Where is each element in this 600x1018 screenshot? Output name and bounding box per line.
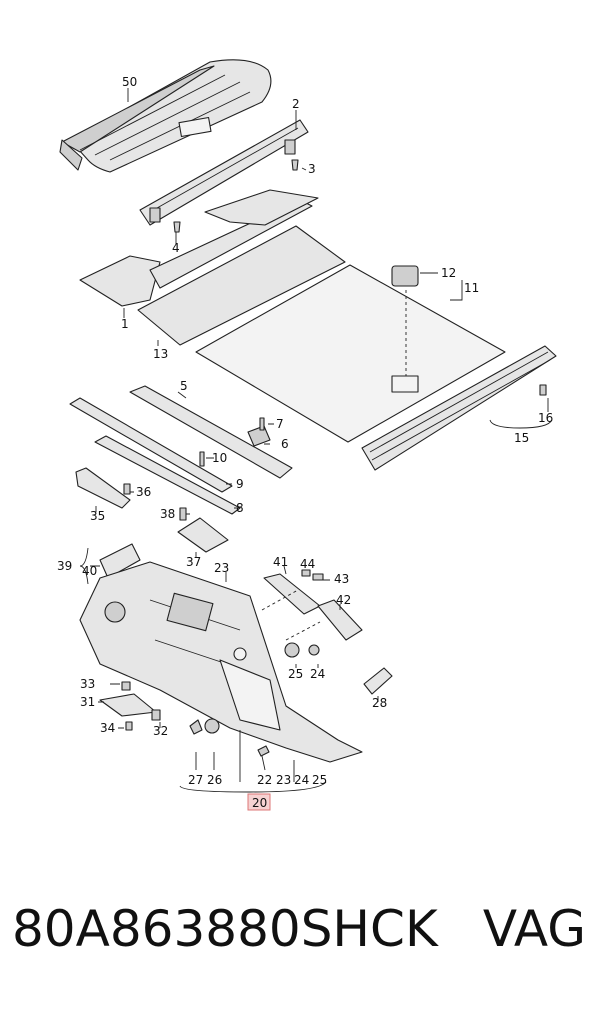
part-clip-32 [151,709,161,721]
part-cover-39 [99,543,141,579]
part-clip-3 [291,159,299,171]
part-grommet-26 [204,718,220,734]
part-bracket-31 [99,693,157,717]
part-rail [139,119,309,226]
callout-2: 2 [292,97,300,111]
part-grommet-25 [284,642,300,658]
callout-23b: 23 [276,773,291,787]
part-clip-24 [308,644,320,656]
callout-33: 33 [80,677,95,691]
part-socket-28 [363,667,393,695]
callout-labels: 50 2 3 4 1 12 11 13 5 7 6 16 15 10 9 36 … [57,75,553,787]
callout-26: 26 [207,773,222,787]
part-side-trim-20 [79,561,363,763]
callout-20-highlighted: 20 [252,796,267,810]
part-screw-38 [179,507,187,521]
callout-11: 11 [464,281,479,295]
callout-38: 38 [160,507,175,521]
part-clip-4 [173,221,181,233]
part-bracket-6 [247,425,271,447]
part-light-42 [317,599,363,641]
part-clip-43 [312,573,324,581]
callout-1: 1 [121,317,129,331]
callout-35: 35 [90,509,105,523]
footer: 80A863880SHCK VAG [0,900,600,980]
part-bracket-35 [75,467,131,509]
callout-37: 37 [186,555,201,569]
callout-50: 50 [122,75,137,89]
part-side-panel [79,189,319,307]
part-handle-12 [391,265,419,287]
part-rail-9 [69,397,233,493]
callout-24b: 24 [294,773,309,787]
part-rail-5 [129,385,293,479]
callout-24: 24 [310,667,325,681]
callout-27: 27 [188,773,203,787]
highlighted-callout-box [247,793,271,811]
callout-31: 31 [80,695,95,709]
callout-6: 6 [281,437,289,451]
callout-43: 43 [334,572,349,586]
callout-15: 15 [514,431,529,445]
callout-16: 16 [538,411,553,425]
callout-25b: 25 [312,773,327,787]
part-screw-10 [199,451,205,467]
parts-exploded-diagram: 50 2 3 4 1 12 11 13 5 7 6 16 15 10 9 36 … [57,59,557,811]
callout-23: 23 [214,561,229,575]
callout-32: 32 [153,724,168,738]
part-sill-cover-15 [361,345,557,471]
callout-13: 13 [153,347,168,361]
part-clip-16 [539,384,547,396]
brand-name: VAG [482,900,586,958]
part-bracket-37 [177,517,229,553]
part-number: 80A863880SHCK [12,900,438,958]
callout-9: 9 [236,477,244,491]
part-light-41 [263,573,321,615]
callout-3: 3 [308,162,316,176]
part-clip-33 [121,681,131,691]
callout-8: 8 [236,501,244,515]
part-screw-34 [125,721,133,731]
part-loading-floor-11 [195,264,506,443]
part-plug-44 [301,569,311,577]
callout-10: 10 [212,451,227,465]
part-luggage-cover [59,59,272,173]
callout-22: 22 [257,773,272,787]
callout-41: 41 [273,555,288,569]
callout-7: 7 [276,417,284,431]
part-floor-cover-13 [137,225,346,346]
callout-5: 5 [180,379,188,393]
part-clip-22 [257,745,270,757]
part-rail-8 [94,435,241,515]
callout-39: 39 [57,559,72,573]
part-clip-27 [189,719,203,735]
callout-44: 44 [300,557,315,571]
callout-12: 12 [441,266,456,280]
callout-42: 42 [336,593,351,607]
callout-28: 28 [372,696,387,710]
callout-36: 36 [136,485,151,499]
callout-34: 34 [100,721,115,735]
part-screw-36 [123,483,131,495]
callout-4: 4 [172,241,180,255]
part-screw-7 [259,417,265,431]
callout-40: 40 [82,564,97,578]
callout-25: 25 [288,667,303,681]
